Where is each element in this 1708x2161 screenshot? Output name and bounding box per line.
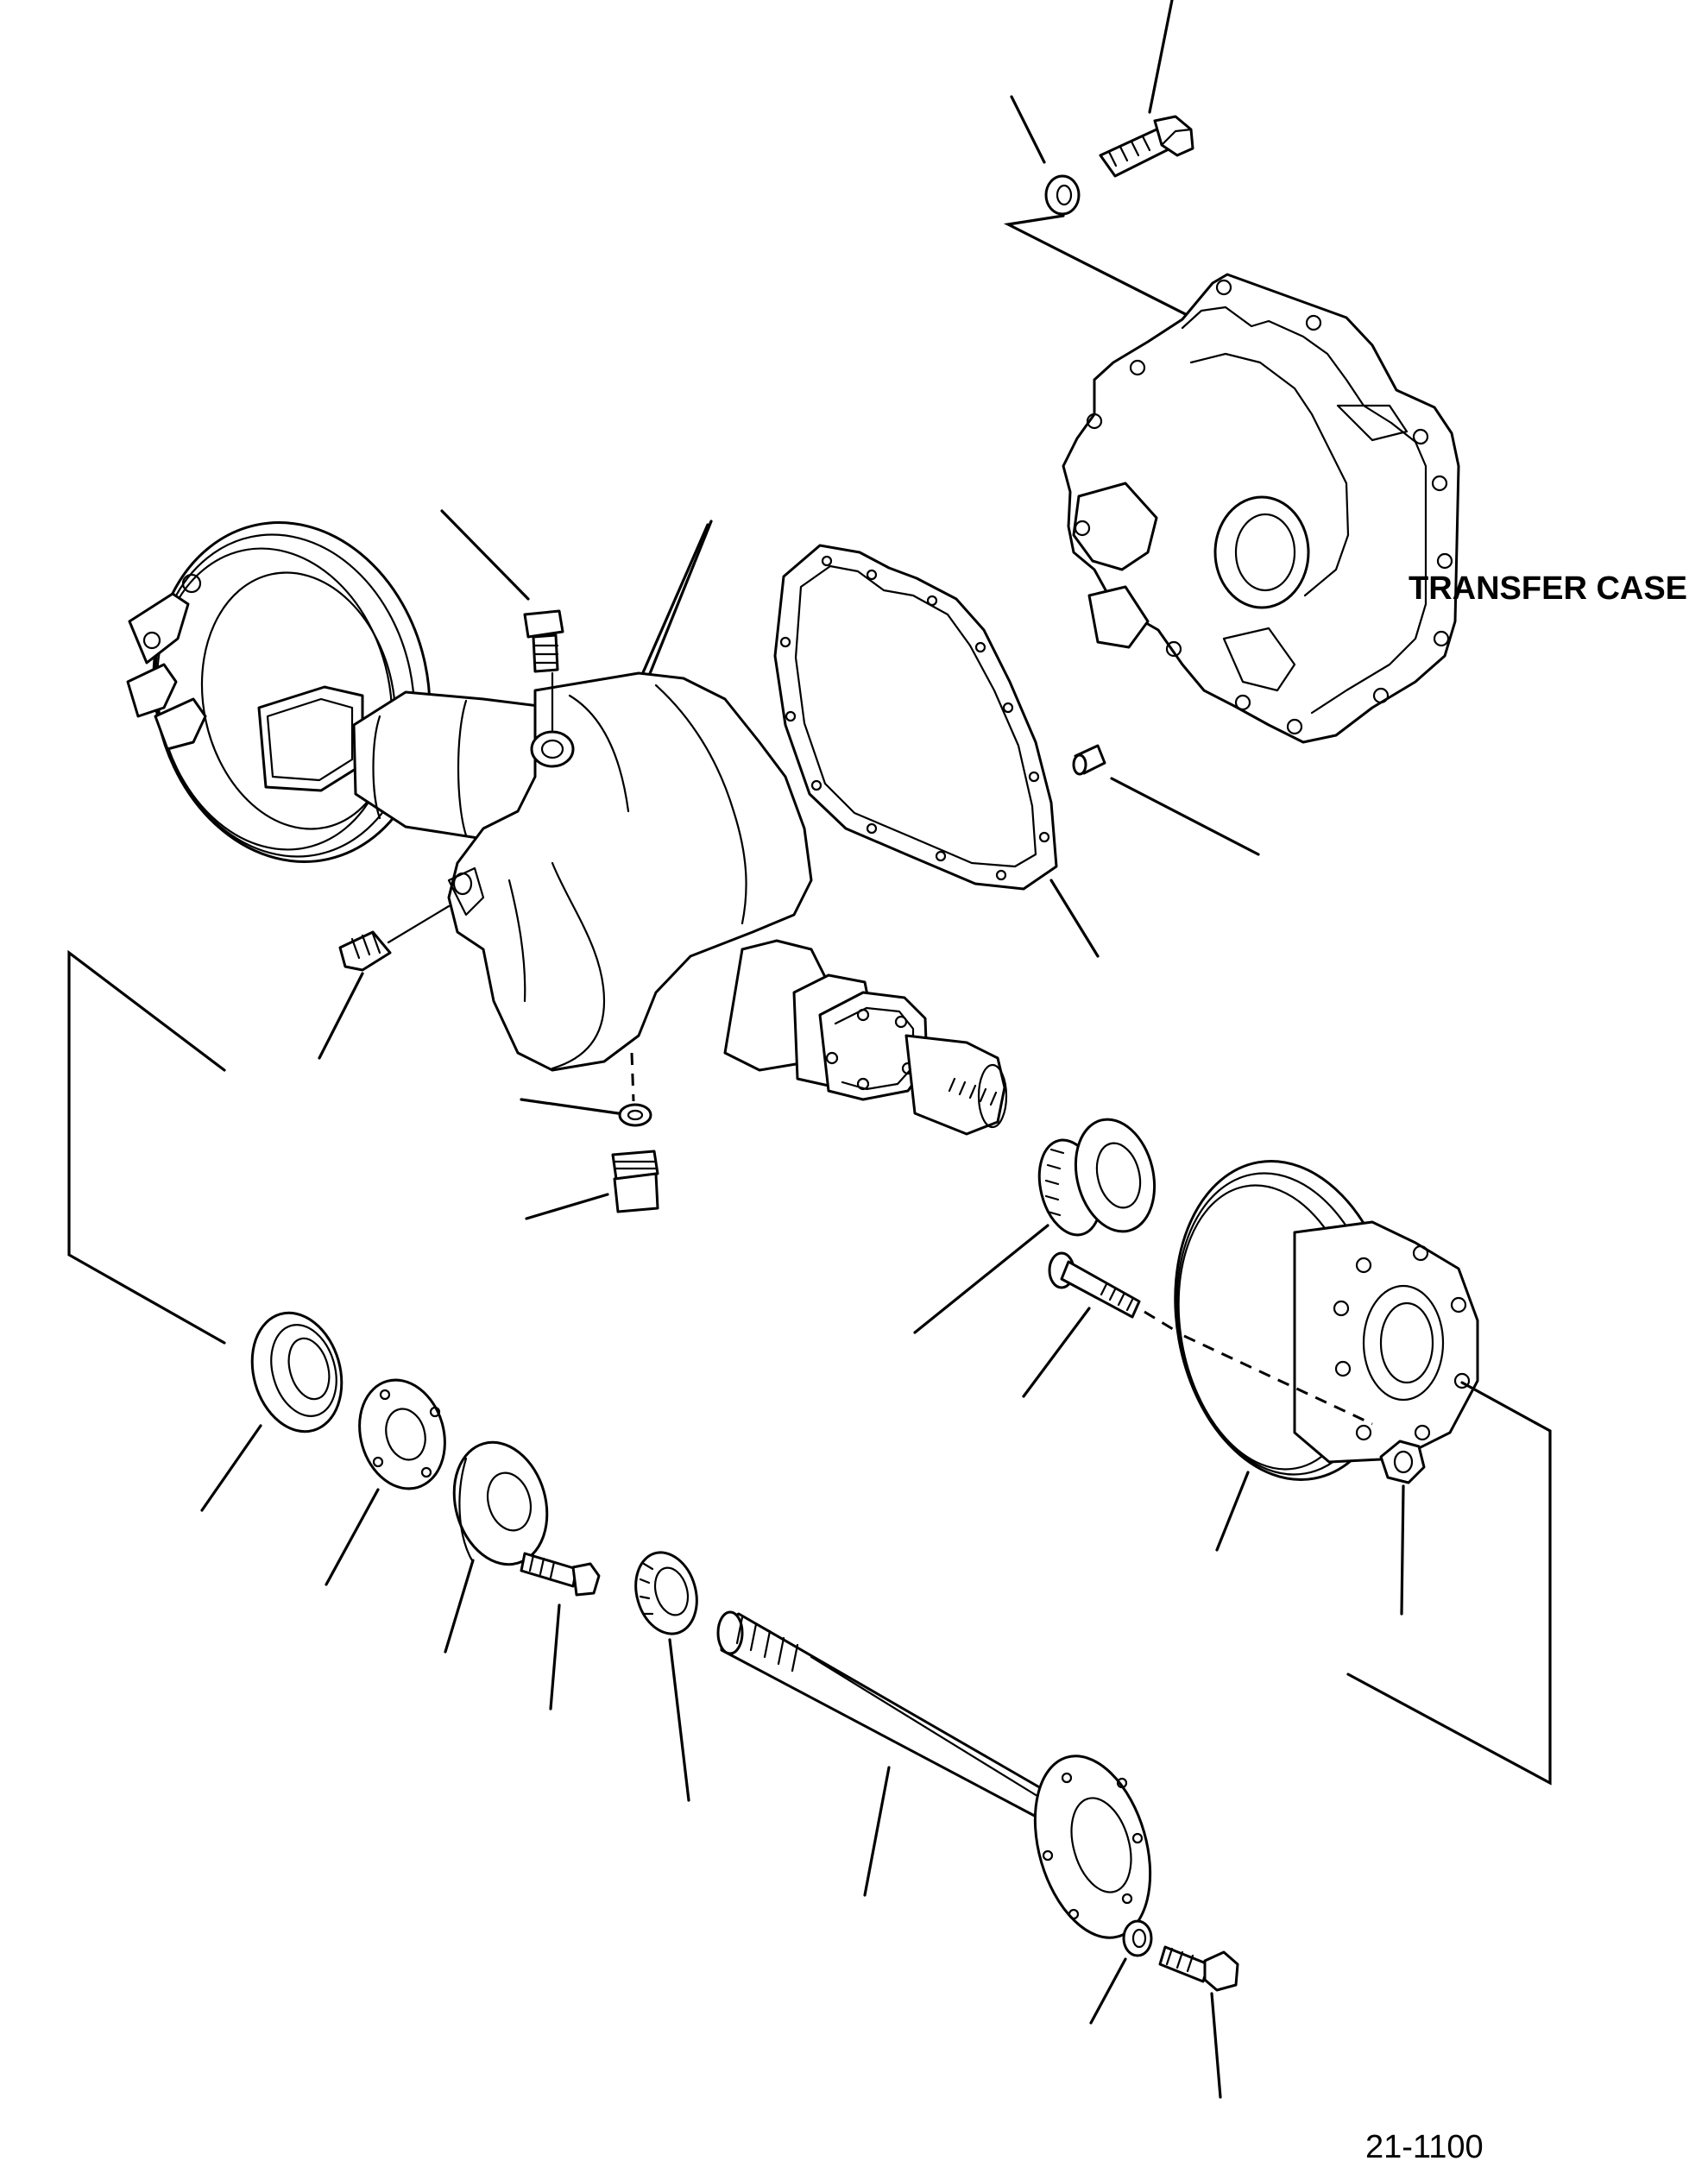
leader-drain-plug bbox=[525, 1193, 609, 1220]
lock-washer-bottom bbox=[1122, 1919, 1153, 1957]
oil-seal-holder bbox=[444, 1440, 549, 1654]
outer-wheel-bearing bbox=[200, 1311, 343, 1512]
leader-top-washer bbox=[1010, 95, 1046, 164]
lock-washer-top bbox=[1044, 174, 1081, 216]
leader-gasket-bottom bbox=[1049, 879, 1100, 958]
transfer-case-housing bbox=[1062, 273, 1460, 744]
o-ring bbox=[520, 1052, 652, 1127]
assembly-bracket-right bbox=[1346, 1381, 1552, 1786]
transfer-case-label: TRANSFER CASE bbox=[1409, 570, 1687, 607]
leader-bottom-washer bbox=[1089, 1957, 1127, 2025]
top-bolt-group bbox=[1003, 0, 1214, 330]
leader-dowel-pin bbox=[1110, 777, 1260, 856]
leader-o-ring bbox=[520, 1098, 620, 1115]
axle-housing bbox=[257, 520, 1008, 1136]
drain-plug bbox=[525, 1150, 659, 1220]
axle-oil-seal bbox=[634, 1551, 698, 1802]
dowel-pin bbox=[1072, 744, 1260, 856]
leader-washer-to-case bbox=[1003, 214, 1214, 330]
leader-side-plug bbox=[318, 972, 364, 1060]
breather-plug bbox=[440, 509, 564, 732]
hub-nut bbox=[1379, 1440, 1426, 1616]
right-brake-drum bbox=[1174, 1160, 1479, 1552]
transfer-case-bolt-holes bbox=[1074, 279, 1453, 735]
leader-seal-holder bbox=[444, 1559, 475, 1654]
gasket-bolt-holes bbox=[779, 555, 1050, 881]
leader-outer-bearing bbox=[200, 1424, 262, 1512]
leader-oil-seal bbox=[668, 1638, 690, 1802]
bearing-retainer-plate bbox=[325, 1378, 446, 1586]
leader-top-bolt bbox=[1148, 0, 1174, 114]
leader-breather bbox=[440, 509, 530, 601]
inner-wheel-bearing bbox=[913, 1118, 1157, 1334]
hex-bolt-bottom bbox=[1158, 1945, 1239, 1992]
axle-housing-gasket bbox=[633, 523, 1100, 958]
leader-inner-bearing bbox=[913, 1224, 1049, 1334]
bottom-bolt-group bbox=[1089, 1919, 1239, 2099]
leader-retainer-bolt bbox=[549, 1603, 561, 1711]
leader-gasket-top bbox=[633, 523, 709, 692]
leader-axle-shaft bbox=[863, 1766, 891, 1897]
leader-hub-nut bbox=[1400, 1484, 1405, 1616]
leader-retainer-plate bbox=[325, 1488, 380, 1586]
hub-bolt bbox=[1022, 1251, 1185, 1398]
retainer-bolt bbox=[520, 1552, 601, 1711]
figure-number: 21-1100 bbox=[1365, 2129, 1484, 2161]
hub-stud-holes bbox=[1333, 1244, 1471, 1441]
hex-bolt-top bbox=[1099, 115, 1194, 178]
side-plug bbox=[318, 904, 451, 1060]
leader-bottom-bolt bbox=[1210, 1992, 1222, 2099]
leader-hub-bolt bbox=[1022, 1307, 1091, 1398]
leader-axle-housing bbox=[646, 520, 713, 682]
axle-shaft bbox=[716, 1610, 1152, 1939]
leader-brake-drum bbox=[1215, 1471, 1250, 1552]
assembly-bracket-left bbox=[67, 949, 226, 1345]
